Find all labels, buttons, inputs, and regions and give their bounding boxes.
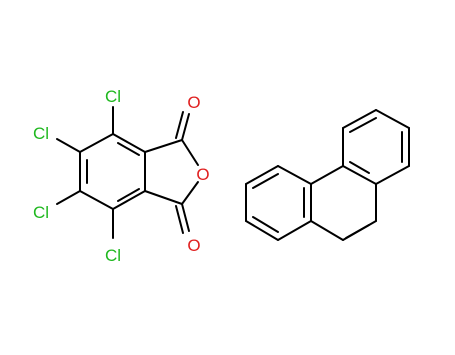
bond-to-chlorine: [56, 138, 81, 153]
double-bond-inner: [349, 117, 377, 133]
oxygen-label: O: [187, 236, 200, 255]
bond-to-chlorine: [56, 190, 81, 205]
bond: [245, 165, 279, 185]
bond: [310, 220, 344, 241]
bond: [375, 109, 410, 129]
bond: [310, 165, 344, 185]
bond: [245, 220, 279, 241]
bond: [144, 190, 183, 205]
chlorine-label: Cl: [33, 203, 49, 222]
bond: [375, 165, 410, 185]
double-bond-inner: [349, 161, 370, 174]
bond: [79, 190, 114, 210]
double-bond-inner: [345, 224, 370, 239]
carbonyl-bond: [181, 203, 190, 232]
chlorine-label: Cl: [105, 246, 121, 265]
chlorine-label: Cl: [105, 87, 121, 106]
bond: [342, 165, 377, 185]
oxygen-label: O: [187, 93, 200, 112]
bond: [79, 133, 114, 153]
molecule-tetrachlorophthalic-anhydride: Cl Cl Cl Cl O O O: [33, 87, 210, 265]
double-bond-inner: [252, 216, 279, 233]
double-bond-inner: [252, 173, 279, 189]
bond: [112, 133, 146, 153]
bond-to-ring-oxygen: [181, 139, 199, 166]
carbonyl-bond: [175, 205, 184, 234]
carbonyl-bond: [175, 111, 184, 139]
bond: [342, 109, 377, 129]
bond: [112, 190, 146, 210]
molecule-phenanthrene: [245, 109, 410, 241]
carbonyl-bond: [181, 113, 190, 141]
chlorine-label: Cl: [33, 124, 49, 143]
bond: [277, 220, 312, 241]
bond: [144, 139, 183, 153]
bond-to-ring-oxygen: [181, 181, 199, 205]
bond: [277, 165, 312, 185]
double-bond-inner: [117, 188, 140, 202]
oxygen-label: O: [196, 165, 209, 184]
double-bond-inner: [117, 142, 140, 156]
